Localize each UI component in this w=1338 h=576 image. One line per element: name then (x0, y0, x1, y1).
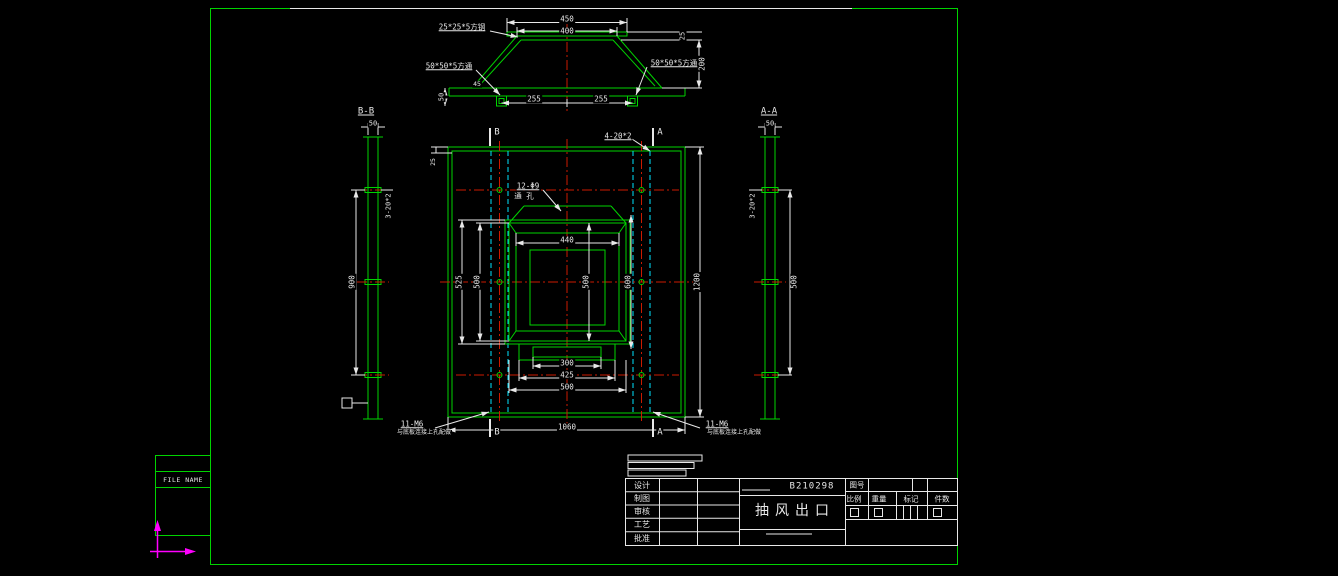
titleblock-row-process: 工艺 (634, 520, 650, 530)
titleblock-row-approve: 批准 (634, 533, 650, 543)
titleblock-field-drawing-no: 图号 (849, 480, 865, 490)
drawing-frame (155, 8, 958, 565)
ucs-icon (150, 520, 196, 558)
titleblock-row-design: 设计 (634, 480, 650, 490)
titleblock-row-check: 审核 (634, 507, 650, 516)
titleblock-row-draft: 制图 (634, 493, 650, 503)
plan-view (431, 128, 704, 437)
titleblock-part-title: 抽风出口 (755, 503, 835, 519)
titleblock-field-scale: 比例 (846, 493, 862, 503)
titleblock-drawing-number: B210298 (789, 481, 835, 491)
titleblock-field-mark: 标记 (903, 493, 919, 503)
section-view-bb (341, 123, 393, 420)
titleblock-field-weight: 重量 (871, 493, 887, 503)
titleblock-field-qty: 件数 (934, 493, 950, 503)
hood-section-view (442, 18, 702, 112)
file-name-label: FILE NAME (163, 475, 203, 484)
revision-table (627, 454, 703, 477)
section-view-aa (749, 123, 793, 420)
title-block-grid (625, 478, 958, 546)
